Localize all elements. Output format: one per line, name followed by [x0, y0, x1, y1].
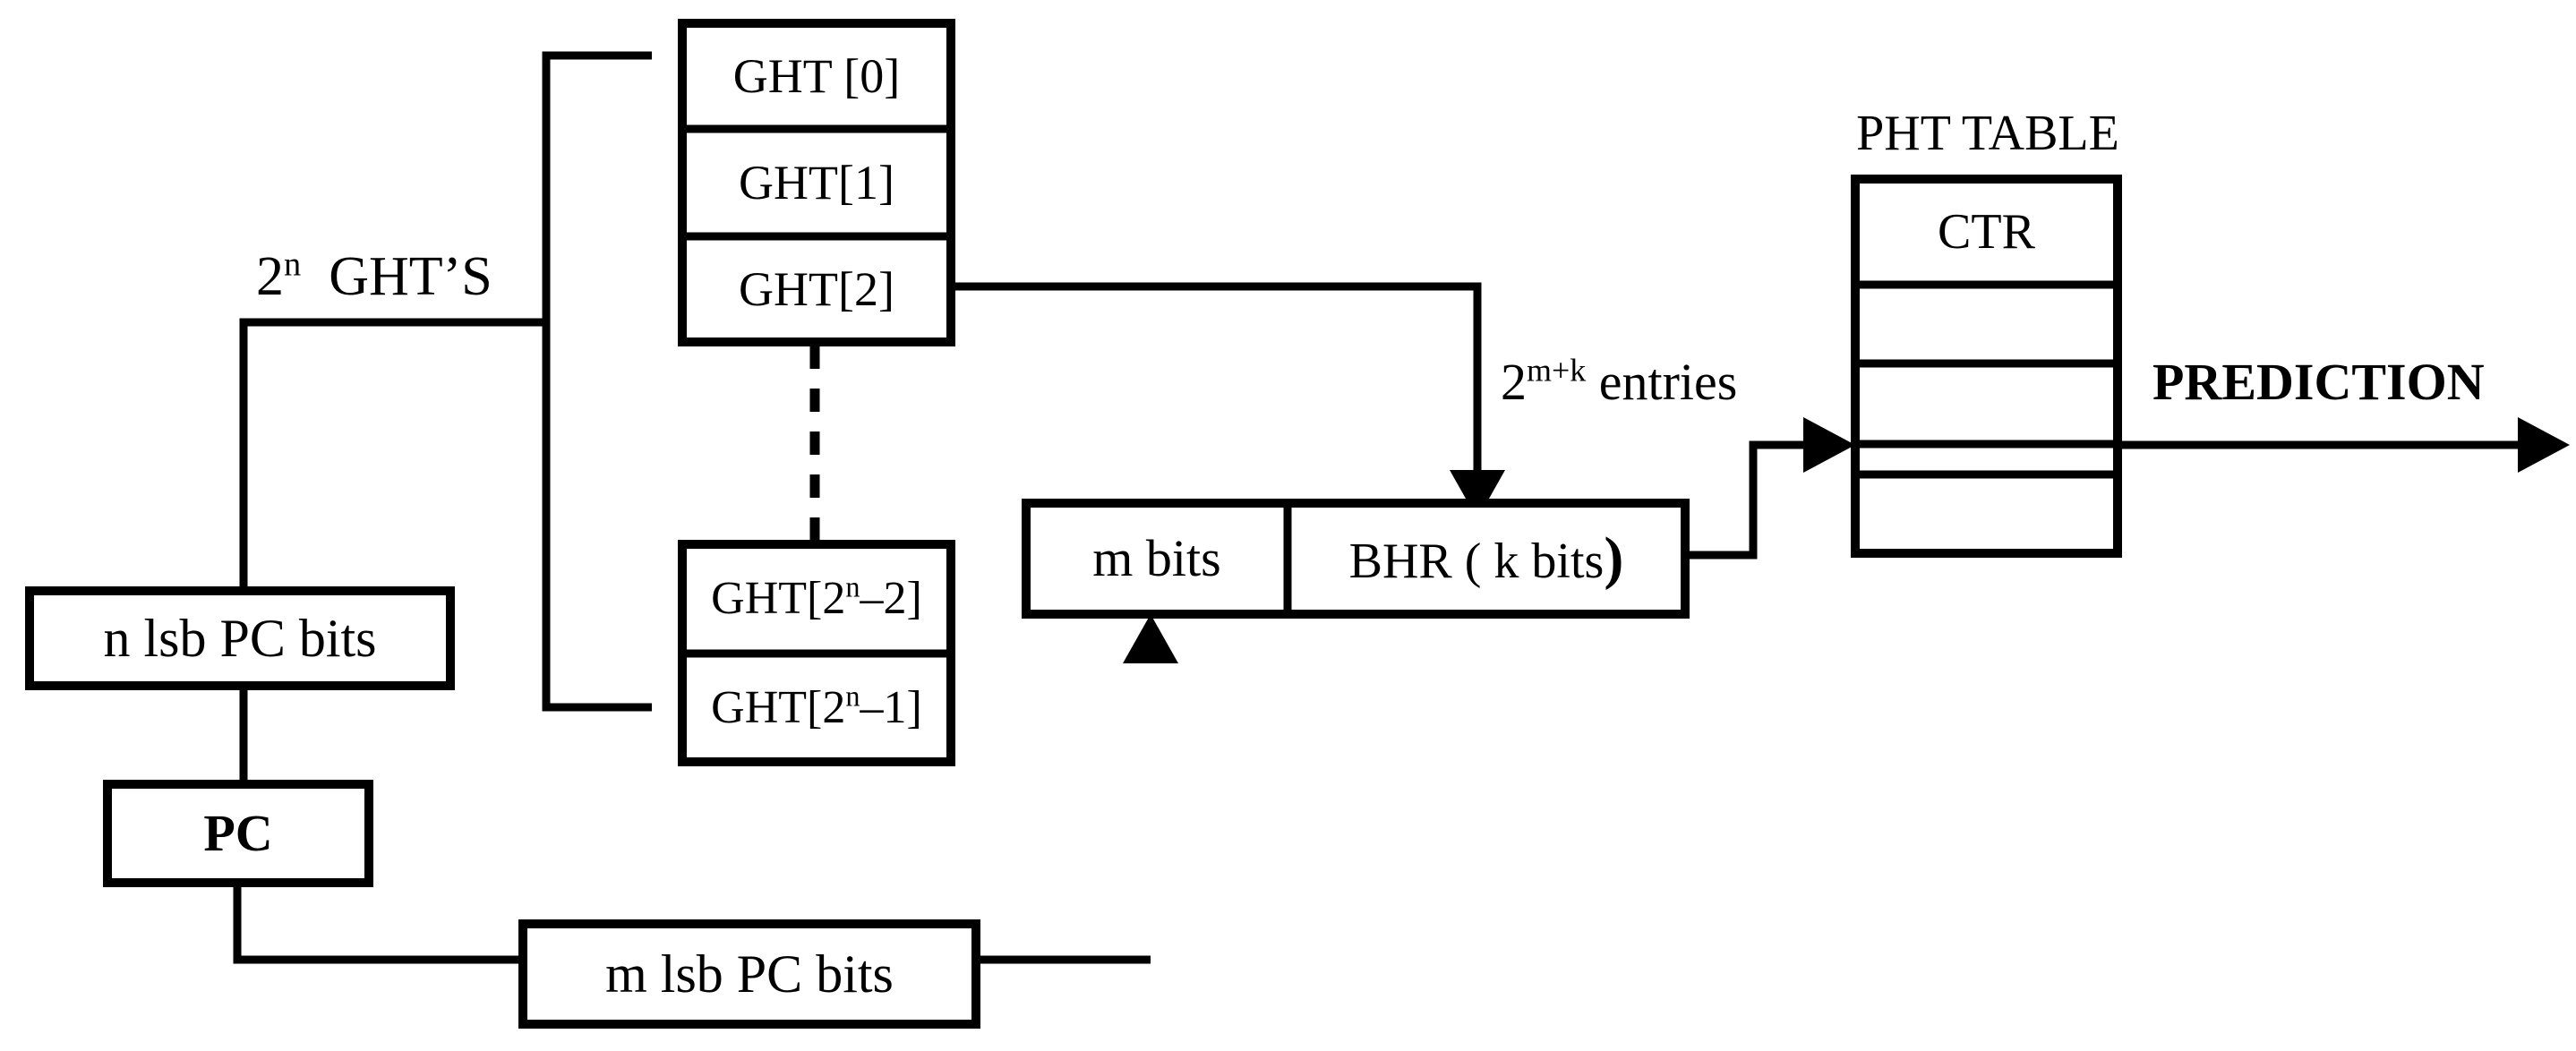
arrowheads	[1123, 417, 2570, 663]
mlsb-arrowhead	[1123, 614, 1178, 663]
ght-row-n1-label: GHT[2n–1]	[682, 654, 951, 762]
ght-table-top-group	[678, 19, 955, 346]
entries-base: 2	[1501, 353, 1527, 411]
bhr-register-group	[1022, 499, 1690, 619]
pc-box-label: PC	[203, 804, 273, 862]
bhr-k-bits-label: BHR ( k bits)	[1288, 503, 1685, 614]
m-lsb-pc-bits-box-outline	[518, 919, 980, 1029]
ght-table-top-outline	[678, 19, 955, 346]
entries-exponent: m+k	[1527, 352, 1587, 389]
ght-row-n1-base: GHT[2	[711, 681, 846, 733]
ght-count-label: 2n GHT’S	[256, 246, 492, 307]
ght-row-n1-tail: –1]	[860, 681, 922, 733]
ght-count-exponent: n	[284, 245, 302, 284]
pht-header-cell-label: CTR	[1938, 204, 2035, 260]
ght-row-n2-label: GHT[2n–2]	[682, 544, 951, 654]
bhr-to-pht-line	[1685, 440, 1841, 560]
nlsb-to-bracket-line	[239, 318, 550, 591]
ght-count-base: 2	[256, 246, 284, 307]
entries-label: 2m+k entries	[1501, 352, 1738, 411]
pht-table-group	[1851, 175, 2122, 558]
pc-to-mlsb-line	[233, 883, 523, 964]
ght-row-n2-base: GHT[2	[711, 573, 846, 624]
ght2-arrowhead	[1450, 470, 1505, 519]
ght-row-2-label: GHT[2]	[739, 262, 894, 316]
entries-text: entries	[1598, 353, 1738, 411]
prediction-label: PREDICTION	[2152, 353, 2485, 411]
bhr-k-bits-text: BHR ( k bits	[1348, 533, 1605, 589]
ght-table-bottom-group	[678, 540, 955, 766]
ght2-to-bhr-line	[951, 282, 1482, 489]
bhr-m-bits-label: m bits	[1092, 529, 1221, 587]
bhr-register-outline	[1022, 499, 1690, 619]
connector-lines	[233, 51, 2545, 964]
ght-bracket	[542, 51, 652, 712]
ght-row-n1-exponent: n	[845, 679, 860, 713]
bhr-k-bits-closing-paren: )	[1604, 525, 1624, 591]
ght-count-text: GHT’S	[329, 246, 492, 307]
pc-box-outline	[103, 780, 373, 887]
prediction-arrowhead	[2518, 417, 2570, 473]
m-lsb-pc-bits-label: m lsb PC bits	[605, 944, 894, 1004]
ght-row-1-label: GHT[1]	[739, 156, 894, 209]
n-lsb-pc-bits-label: n lsb PC bits	[103, 609, 377, 668]
ght-row-n2-tail: –2]	[860, 573, 922, 624]
ght-row-n2-exponent: n	[845, 570, 860, 603]
pht-input-arrowhead	[1803, 417, 1855, 473]
ght-row-0-label: GHT [0]	[732, 49, 901, 103]
pht-table-title: PHT TABLE	[1856, 106, 2119, 161]
n-lsb-pc-bits-box-outline	[25, 586, 455, 690]
